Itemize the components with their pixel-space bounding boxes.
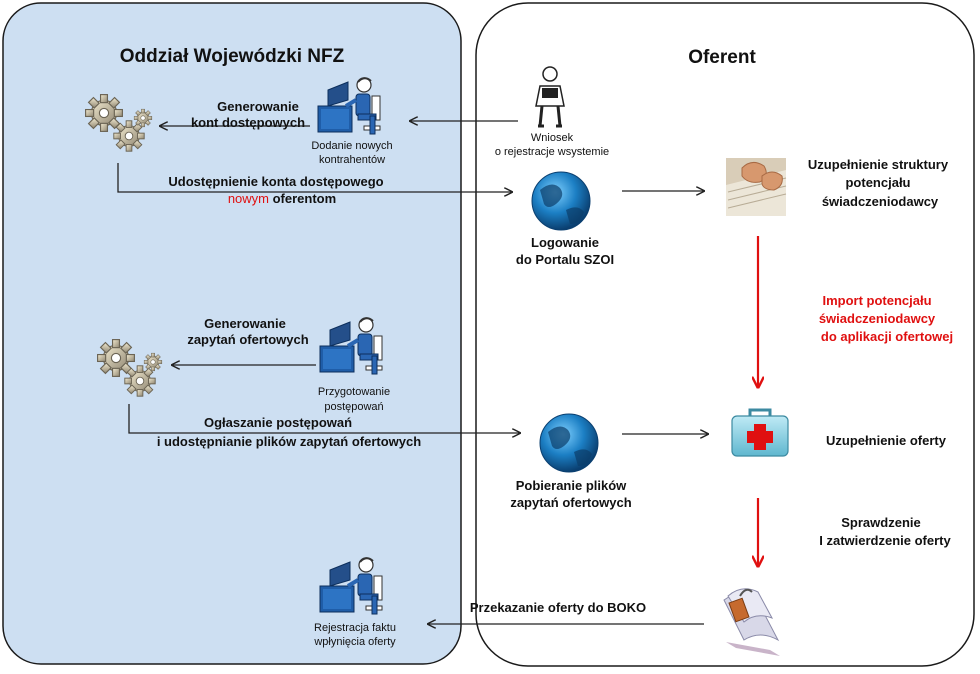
- udost-label-2-rest: oferentom: [269, 191, 336, 206]
- przekaz-label: Przekazanie oferty do BOKO: [470, 600, 646, 615]
- udost-label-1: Udostępnienie konta dostępowego: [168, 174, 383, 189]
- oglasz-label-2: i udostępnianie plików zapytań ofertowyc…: [157, 434, 421, 449]
- oferent-panel-title: Oferent: [688, 47, 756, 68]
- pobieranie-label-2: zapytań ofertowych: [510, 495, 631, 510]
- przyg-label-1: Przygotowanie: [318, 386, 390, 398]
- logowanie-label-1: Logowanie: [531, 235, 599, 250]
- sprawdz-label-2: I zatwierdzenie oferty: [819, 533, 951, 548]
- sprawdz-label-1: Sprawdzenie: [841, 515, 920, 530]
- gen-kont-label-2: kont dostępowych: [191, 115, 305, 130]
- wniosek-label-2: o rejestracje wsystemie: [495, 146, 609, 158]
- import-label-1: Import potencjału: [822, 293, 931, 308]
- uzup-str-label-3: świadczeniodawcy: [822, 194, 939, 209]
- uzup-str-label-1: Uzupełnienie struktury: [808, 157, 949, 172]
- logowanie-label-2: do Portalu SZOI: [516, 252, 614, 267]
- gen-kont-label-1: Generowanie: [217, 99, 299, 114]
- uzup-oferty-label: Uzupełnienie oferty: [826, 433, 947, 448]
- gen-zap-label-1: Generowanie: [204, 316, 286, 331]
- rejestr-label-1: Rejestracja faktu: [314, 622, 396, 634]
- wniosek-label-1: Wniosek: [531, 132, 574, 144]
- dodanie-label-1: Dodanie nowych: [311, 140, 392, 152]
- arrow-udostepnienie: [117, 163, 512, 192]
- person-icon: [535, 66, 565, 128]
- uzup-str-label-2: potencjału: [845, 175, 910, 190]
- przyg-label-2: postępowań: [324, 401, 383, 413]
- document-stack-icon: [723, 588, 780, 656]
- arrow-oglaszanie: [128, 404, 520, 433]
- import-label-3: do aplikacji ofertowej: [821, 329, 953, 344]
- udost-label-2-nowym: nowym: [228, 191, 269, 206]
- oglasz-label-1: Ogłaszanie postępowań: [204, 415, 352, 430]
- udost-label-2: nowym oferentom: [228, 191, 336, 206]
- rejestr-label-2: wpłynięcia oferty: [313, 636, 396, 648]
- import-label-2: świadczeniodawcy: [819, 311, 936, 326]
- dodanie-label-2: kontrahentów: [319, 154, 385, 166]
- globe-icon: [531, 171, 591, 231]
- nfz-panel-title: Oddział Wojewódzki NFZ: [120, 46, 345, 67]
- pobieranie-label-1: Pobieranie plików: [516, 478, 627, 493]
- keyboard-hands-icon: [726, 158, 787, 216]
- first-aid-kit-icon: [731, 408, 789, 457]
- globe-icon: [539, 413, 599, 473]
- oferent-panel: [475, 2, 975, 667]
- gen-zap-label-2: zapytań ofertowych: [187, 332, 308, 347]
